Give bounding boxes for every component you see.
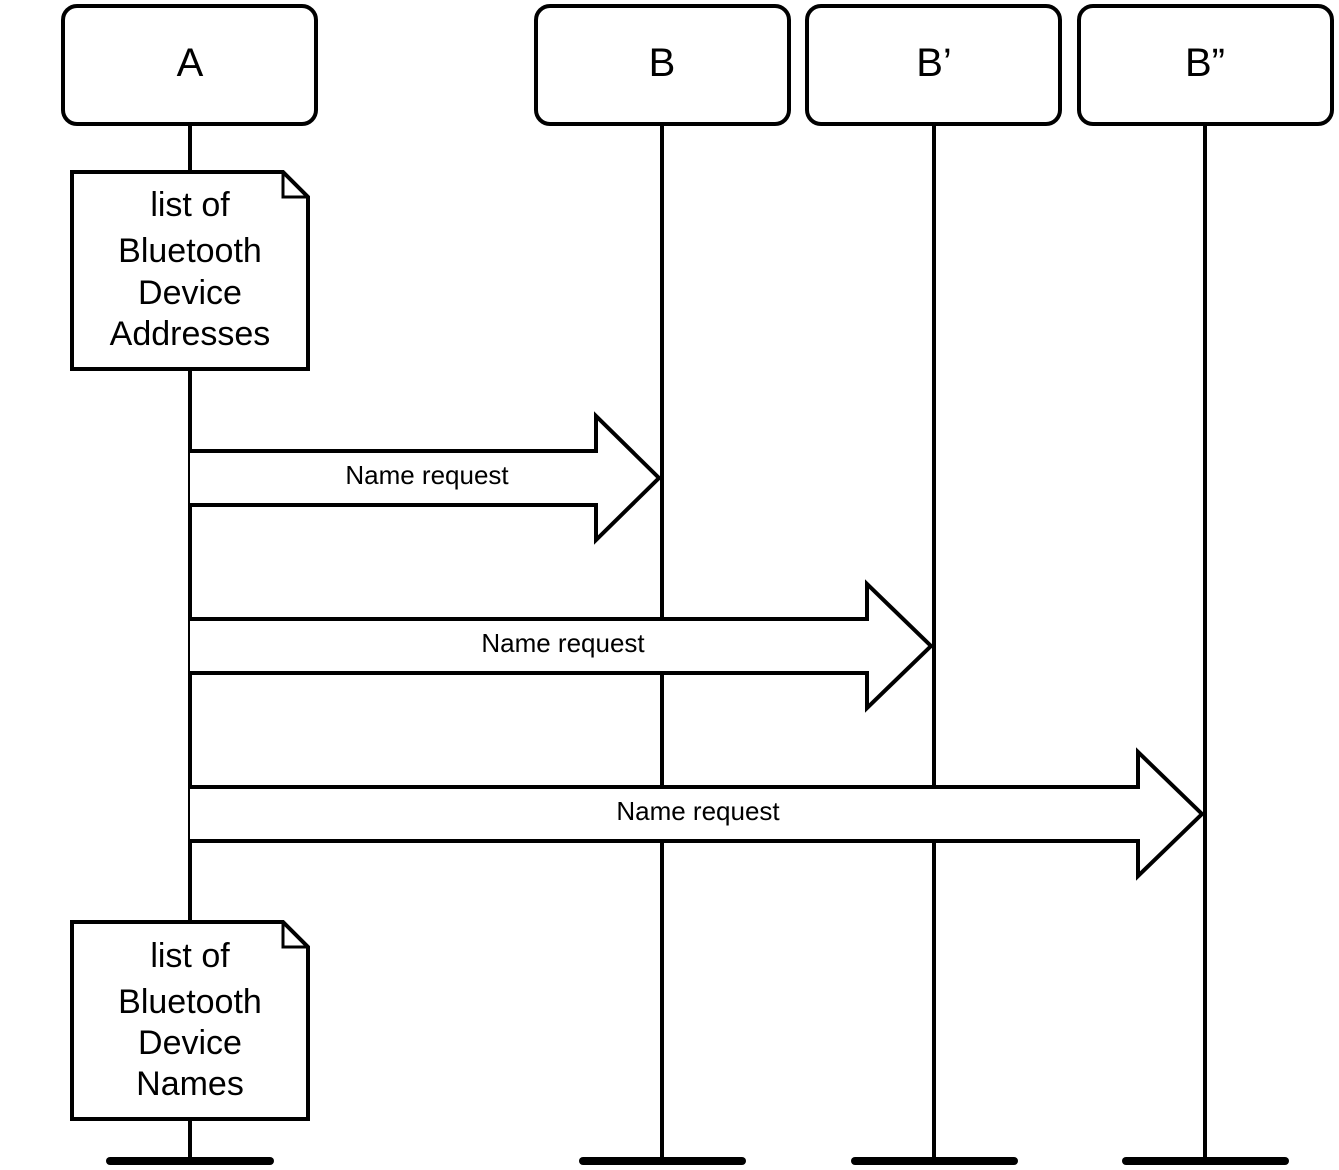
note-names-line-1: list of [150,937,230,975]
message-arrow-to-b-prime [190,579,934,713]
note-names-line-2: Bluetooth [118,983,262,1021]
note-addresses-line-3: Device [138,274,242,312]
note-addresses-line-2: Bluetooth [118,232,262,270]
lifeline-head-b [534,4,791,126]
lifeline-label-b-double-prime: B” [1185,41,1225,85]
note-addresses-line-1: list of [150,186,230,224]
note-addresses-shape [70,170,310,371]
message-label-to-b-prime: Name request [481,628,645,658]
message-arrow-to-b-double-prime [190,747,1205,881]
note-names-line-3: Device [138,1024,242,1062]
lifeline-label-b: B [649,41,676,85]
note-names: list of Bluetooth Device Names [70,920,310,1121]
lifeline-head-b-prime [805,4,1062,126]
note-names-shape [70,920,310,1121]
lifeline-label-b-prime: B’ [916,41,952,85]
lifeline-head-a [61,4,318,126]
lifeline-head-b-double-prime [1077,4,1334,126]
lifeline-label-a: A [177,41,204,85]
message-arrow-to-b [190,411,662,545]
note-names-fold [281,922,308,949]
message-label-to-b: Name request [345,460,509,490]
note-addresses: list of Bluetooth Device Addresses [70,170,310,371]
message-label-to-b-double-prime: Name request [616,796,780,826]
note-addresses-fold [281,172,308,199]
note-addresses-line-4: Addresses [110,315,271,353]
note-names-line-4: Names [136,1065,244,1103]
